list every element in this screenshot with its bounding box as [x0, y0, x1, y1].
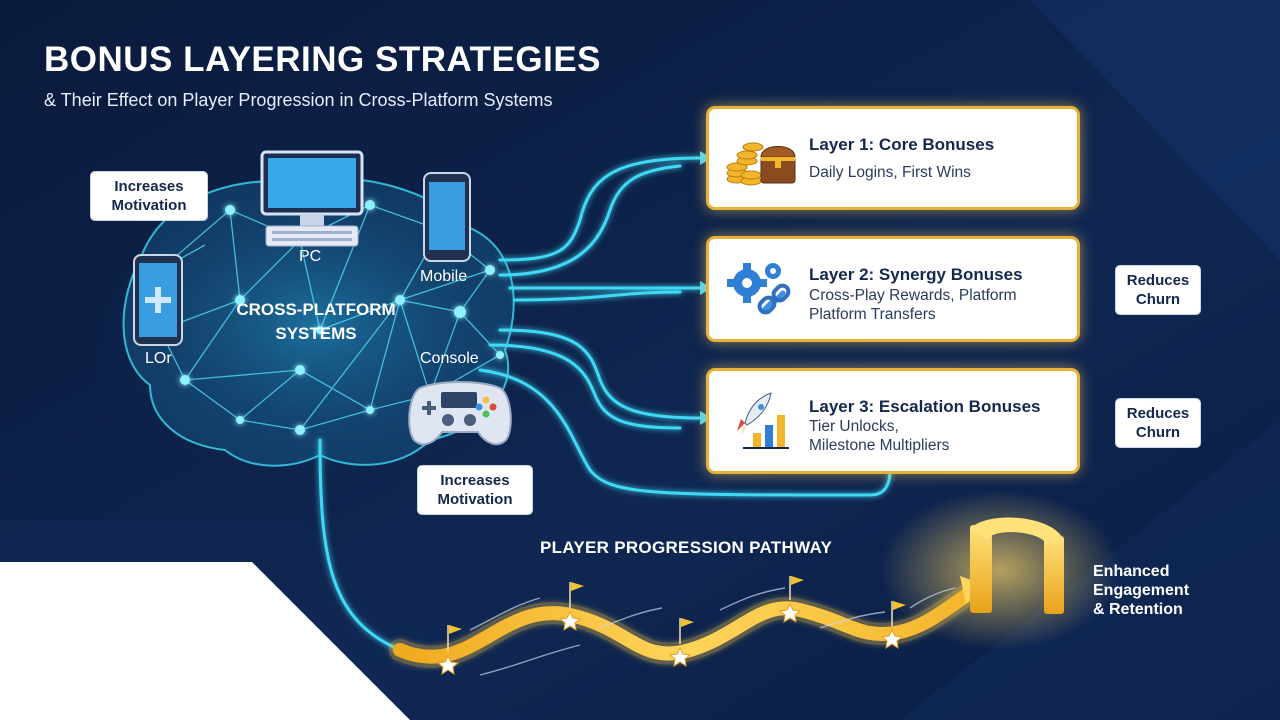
note-line: Reduces — [1126, 272, 1190, 289]
layer-3-title: Layer 3: Escalation Bonuses — [809, 397, 1041, 416]
tablet-icon — [133, 254, 183, 346]
layer-connectors — [318, 156, 892, 652]
pc-icon — [260, 150, 364, 247]
hub-label-line1: CROSS-PLATFORM — [236, 300, 396, 319]
layer-2-card: Layer 2: Synergy Bonuses Cross-Play Rewa… — [706, 236, 1080, 342]
note-line: Increases — [440, 472, 510, 489]
corner-shape — [0, 562, 410, 720]
note-line: Motivation — [437, 491, 513, 508]
layer-2-line-2: Platform Transfers — [809, 306, 936, 323]
pathway-label: PLAYER PROGRESSION PATHWAY — [540, 538, 833, 557]
note-line: Reduces — [1126, 405, 1190, 422]
note-line: Increases — [114, 178, 184, 195]
layer-2-line-1: Cross-Play Rewards, Platform — [809, 287, 1017, 304]
layer-3-line-2: Milestone Multipliers — [809, 437, 950, 454]
layer-1-line-1: Daily Logins, First Wins — [809, 164, 971, 181]
controller-icon — [408, 381, 512, 446]
hub-label: CROSS-PLATFORM SYSTEMS — [218, 298, 414, 346]
note-increases-motivation-bottom: Increases Motivation — [418, 466, 532, 514]
gears-link-icon — [727, 263, 791, 315]
mobile-label: Mobile — [420, 268, 468, 285]
note-reduces-churn-layer3: Reduces Churn — [1116, 399, 1200, 447]
outcome-label: Enhanced Engagement & Retention — [1093, 562, 1189, 619]
motion-arrows — [469, 587, 956, 676]
treasure-chest-icon — [726, 142, 796, 186]
note-line: Churn — [1135, 291, 1181, 308]
progression-pathway — [389, 490, 1120, 676]
note-increases-motivation-top: Increases Motivation — [91, 172, 207, 220]
outcome-line: Engagement — [1093, 582, 1190, 599]
layer-3-card: Layer 3: Escalation Bonuses Tier Unlocks… — [706, 368, 1080, 474]
page-subtitle: & Their Effect on Player Progression in … — [44, 90, 553, 110]
hub-label-line2: SYSTEMS — [275, 324, 357, 343]
reward-gate-icon — [970, 517, 1064, 614]
rocket-chart-icon — [737, 392, 789, 449]
milestone-flags — [447, 576, 893, 652]
tablet-label: LOr — [145, 350, 172, 367]
gold-path — [393, 583, 982, 664]
console-label: Console — [420, 350, 479, 367]
mobile-icon — [423, 172, 471, 262]
page-title: BONUS LAYERING STRATEGIES — [44, 40, 602, 79]
layer-2-title: Layer 2: Synergy Bonuses — [809, 265, 1023, 284]
layer-1-title: Layer 1: Core Bonuses — [809, 135, 995, 154]
layer-1-card: Layer 1: Core Bonuses Daily Logins, Firs… — [706, 106, 1080, 210]
layer-3-line-1: Tier Unlocks, — [809, 418, 899, 435]
outcome-line: Enhanced — [1093, 563, 1170, 580]
pc-label: PC — [299, 248, 322, 265]
note-line: Churn — [1135, 424, 1181, 441]
note-reduces-churn-layer2: Reduces Churn — [1116, 266, 1200, 314]
outcome-line: & Retention — [1093, 601, 1183, 618]
note-line: Motivation — [111, 197, 187, 214]
